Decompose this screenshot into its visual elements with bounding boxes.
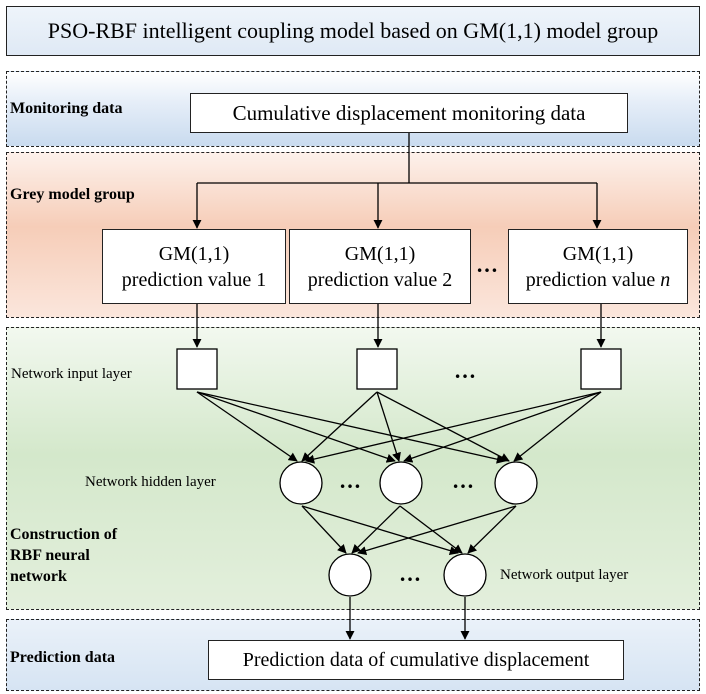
gm-prediction-label: prediction value n (525, 268, 671, 291)
diagram-title-text: PSO-RBF intelligent coupling model based… (47, 18, 659, 43)
output-layer-ellipsis: … (399, 561, 423, 586)
prediction-data-text: Prediction data of cumulative displaceme… (242, 648, 590, 671)
network-output-layer-label: Network output layer (500, 567, 629, 583)
gm-model-name: GM(1,1) (562, 242, 634, 265)
input-layer-ellipsis: … (454, 358, 478, 383)
monitoring-data-text: Cumulative displacement monitoring data (232, 100, 586, 125)
network-input-layer-label: Network input layer (11, 366, 132, 382)
gm-model-box-1: GM(1,1) prediction value 1 (102, 229, 286, 304)
prediction-data-box: Prediction data of cumulative displaceme… (208, 640, 624, 680)
diagram-title: PSO-RBF intelligent coupling model based… (6, 6, 700, 56)
hidden-layer-ellipsis-1: … (339, 468, 363, 493)
output-node-1 (328, 553, 372, 597)
hidden-node-2 (379, 461, 423, 505)
gm-model-box-n: GM(1,1) prediction value n (508, 229, 688, 304)
prediction-section-label: Prediction data (10, 649, 116, 666)
rbf-label-line-1: Construction of (10, 526, 118, 543)
grey-section-label: Grey model group (10, 186, 135, 203)
input-node-2 (356, 348, 398, 390)
gm-prediction-label: prediction value 1 (121, 268, 267, 291)
gm-model-name: GM(1,1) (158, 242, 230, 265)
gm-ellipsis: … (476, 252, 500, 277)
network-hidden-layer-label: Network hidden layer (85, 474, 216, 490)
rbf-section-label: Construction of RBF neural network (10, 524, 117, 587)
hidden-node-1 (279, 461, 323, 505)
hidden-node-3 (494, 461, 538, 505)
monitoring-data-box: Cumulative displacement monitoring data (190, 93, 628, 133)
rbf-label-line-3: network (10, 568, 67, 585)
rbf-label-line-2: RBF neural (10, 547, 90, 564)
input-node-1 (176, 348, 218, 390)
gm-prediction-label: prediction value 2 (307, 268, 453, 291)
monitoring-section-label: Monitoring data (10, 100, 123, 117)
output-node-2 (443, 553, 487, 597)
gm-model-name: GM(1,1) (344, 242, 416, 265)
hidden-layer-ellipsis-2: … (452, 468, 476, 493)
gm-model-box-2: GM(1,1) prediction value 2 (289, 229, 471, 304)
input-node-n (580, 348, 622, 390)
